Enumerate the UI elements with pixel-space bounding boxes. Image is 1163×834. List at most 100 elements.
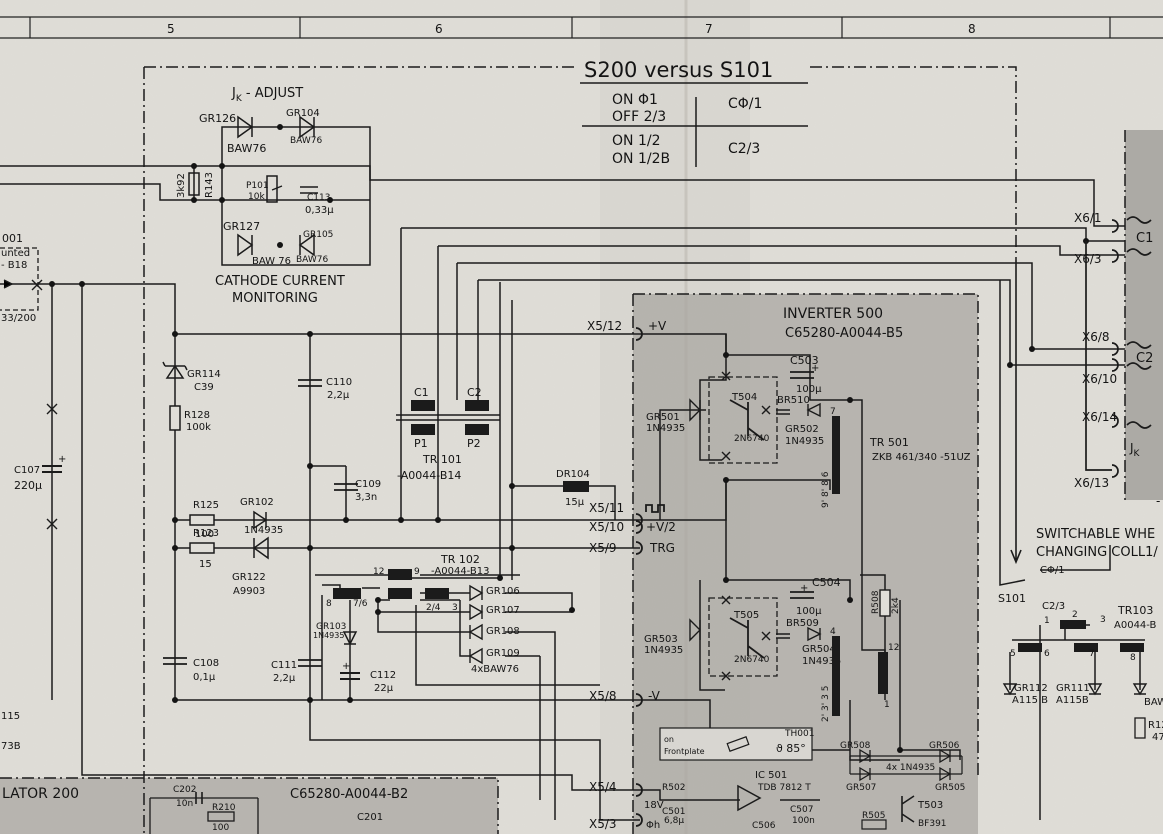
baw-label: 4xBAW76 xyxy=(471,664,519,675)
switchable-label-1: SWITCHABLE WHE xyxy=(1036,527,1155,542)
gr504-label: GR504 xyxy=(802,644,836,655)
c201-label: C201 xyxy=(357,812,383,823)
c501-label: C501 xyxy=(662,807,685,817)
svg-text:+: + xyxy=(342,661,350,672)
p101-label: P101 xyxy=(246,181,269,191)
s101-c23-label: C2/3 xyxy=(1042,601,1065,612)
x5-3-label: X5/3 xyxy=(589,817,617,831)
jk-adjust-block: JK - ADJUST GR126 GR104 BAW76 BAW76 R143… xyxy=(176,86,345,306)
inverter-part: C65280-A0044-B5 xyxy=(785,326,903,341)
v-plus-label: +V xyxy=(648,319,667,333)
th001-label: TH001 xyxy=(784,729,814,739)
x5-9-label: X5/9 xyxy=(589,541,617,555)
inverter-title: INVERTER 500 xyxy=(783,306,883,322)
r143-value: 3k92 xyxy=(176,173,187,198)
switch-table-title: S200 versus S101 xyxy=(584,58,773,82)
p101-value: 10k xyxy=(248,192,265,202)
frag-33-200: 33/200 xyxy=(1,313,36,324)
v18-label: 18V xyxy=(644,800,664,811)
svg-text:+: + xyxy=(58,454,66,465)
th-label-frontplate: Frontplate xyxy=(664,747,705,756)
table-row-1-s200: ON Φ1 xyxy=(612,92,658,108)
tr101-p2: P2 xyxy=(467,437,481,450)
switchable-label-2: CHANGING COLL1/ xyxy=(1036,545,1158,560)
x5-8-label: X5/8 xyxy=(589,689,617,703)
s101-c01-label: CΦ/1 xyxy=(1040,565,1065,576)
svg-text:+: + xyxy=(811,363,819,374)
table-row-3-s200: ON 1/2 xyxy=(612,133,660,149)
c503-value: 100μ xyxy=(796,384,822,395)
r210-value: 100 xyxy=(212,823,229,833)
r508-value: 2k4 xyxy=(891,597,901,614)
r505-label: R505 xyxy=(862,811,885,821)
tr102-transformer: TR 102 -A0044-B13 12 9 8 7/6 2/4 3 GR106… xyxy=(326,553,520,675)
x5-10-label: X5/10 xyxy=(589,520,624,534)
r123-value: 15 xyxy=(199,559,212,570)
dr104-value: 15μ xyxy=(565,497,585,508)
v-minus-label: -V xyxy=(648,689,661,703)
c111-value: 2,2μ xyxy=(273,673,296,684)
gr505-label: GR505 xyxy=(935,783,965,793)
gr122-label: GR122 xyxy=(232,572,266,583)
c113-value: 0,33μ xyxy=(305,205,334,216)
c2-label: C2 xyxy=(1136,351,1153,366)
tr101-p1: P1 xyxy=(414,437,428,450)
table-row-4-s200: ON 1/2B xyxy=(612,151,670,167)
gr507-label: GR507 xyxy=(846,783,876,793)
gr508-label: GR508 xyxy=(840,741,871,751)
r128-value: 100k xyxy=(186,422,211,433)
baw76-b-label: BAW76 xyxy=(290,136,322,146)
frag-b18: - B18 xyxy=(1,260,27,271)
tr102-pin76: 7/6 xyxy=(353,599,368,609)
tr103-pin8: 8 xyxy=(1130,653,1136,663)
c504-value: 100μ xyxy=(796,606,822,617)
frag-001: 001 xyxy=(2,232,23,245)
tr101-name: TR 101 xyxy=(422,453,462,466)
c507-value: 100n xyxy=(792,816,815,826)
tr101-transformer: C1 C2 P1 P2 TR 101 -A0044-B14 xyxy=(396,386,500,482)
right-side: X6/1 X6/3 C1 X6/8 X6/10 C2 X6/14 JK X6/1… xyxy=(998,130,1163,743)
gr506-label: GR506 xyxy=(929,741,960,751)
gr502-value: 1N4935 xyxy=(785,436,824,447)
tr101-part: -A0044-B14 xyxy=(397,469,461,482)
tr102-part: -A0044-B13 xyxy=(431,566,490,577)
x6-1-label: X6/1 xyxy=(1074,211,1102,225)
left-components: GR114 C39 R128 100k + C107 220μ R125 100… xyxy=(14,361,396,694)
pin-4: 4 xyxy=(830,627,836,637)
table-row-3-s101: C2/3 xyxy=(728,141,760,157)
x6-3-label: X6/3 xyxy=(1074,252,1102,266)
tr102-pin8: 8 xyxy=(326,599,332,609)
gr103-value: 1N4935 xyxy=(313,631,344,640)
tr501-value: ZKB 461/340 -51UZ xyxy=(872,452,971,463)
x5-11-label: X5/11 xyxy=(589,501,624,515)
baw76-c-label: BAW 76 xyxy=(252,256,291,267)
c113-label: C113 xyxy=(307,193,330,203)
cut-markers xyxy=(3,279,58,530)
gr111-label: GR111 xyxy=(1056,683,1090,694)
frag-unted: unted xyxy=(1,248,30,259)
tr501-pins-bottom: 2' 3' 3 5 xyxy=(821,686,831,722)
x6-14-label: X6/14 xyxy=(1082,410,1117,424)
t505-label: T505 xyxy=(733,610,759,621)
c112-value: 22μ xyxy=(374,683,394,694)
gr112-label: GR112 xyxy=(1014,683,1048,694)
pin-7: 7 xyxy=(830,407,836,417)
s101-label: S101 xyxy=(998,592,1026,605)
th-temp: ϑ 85° xyxy=(776,742,806,755)
gr102-value: 1N4935 xyxy=(244,525,283,536)
frag-115: 115 xyxy=(1,711,20,722)
tr102-pin12: 12 xyxy=(373,567,384,577)
oscillator-200: LATOR 200 C65280-A0044-B2 C202 10n R210 … xyxy=(0,777,499,834)
gr-4x-label: 4x 1N4935 xyxy=(886,763,935,773)
r125-value: 100 xyxy=(195,529,214,540)
r502-label: R502 xyxy=(662,783,685,793)
c109-value: 3,3n xyxy=(355,492,377,503)
gr106-label: GR106 xyxy=(486,586,520,597)
t505-value: 2N6740 xyxy=(734,655,770,665)
v-half-label: +V/2 xyxy=(646,520,676,534)
c202-value: 10n xyxy=(176,799,193,809)
monitoring-label: MONITORING xyxy=(232,291,318,306)
gr104-label: GR104 xyxy=(286,108,320,119)
r143-label: R143 xyxy=(204,172,215,198)
t504-label: T504 xyxy=(731,392,757,403)
